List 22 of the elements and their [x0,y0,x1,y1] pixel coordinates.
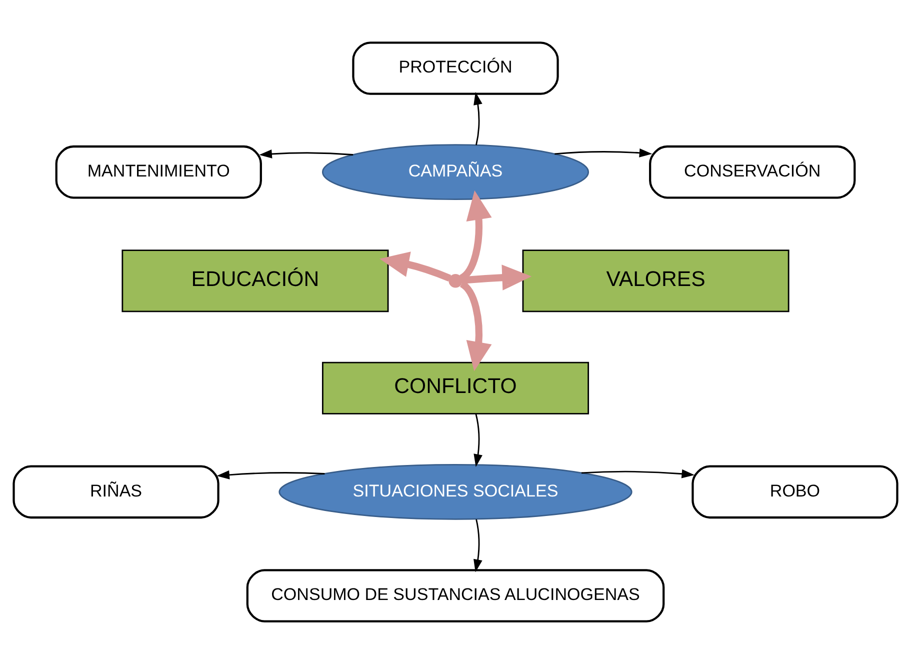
node-box: CONSERVACIÓN [649,144,856,198]
node-box: VALORES [522,249,790,312]
node-ellipse: SITUACIONES SOCIALES [278,463,632,520]
arrow [554,148,652,157]
arrow [474,413,482,466]
arrow [474,518,482,572]
node-cross [448,274,462,288]
arrow [380,251,452,282]
node-box: ROBO [692,464,898,518]
node-box: MANTENIMIENTO [55,144,262,198]
node-box: PROTECCIÓN [352,41,559,94]
node-box: RIÑAS [12,464,220,518]
arrow [459,190,492,281]
arrow [474,92,482,145]
node-box: CONSUMO DE SUSTANCIAS ALUCINOGENAS [246,568,665,622]
arrow [581,468,695,478]
arrow [259,149,354,158]
arrow [216,470,325,479]
arrow [461,264,532,290]
node-box: EDUCACIÓN [122,249,389,312]
node-ellipse: CAMPAÑAS [322,144,590,200]
node-box: CONFLICTO [322,361,590,414]
